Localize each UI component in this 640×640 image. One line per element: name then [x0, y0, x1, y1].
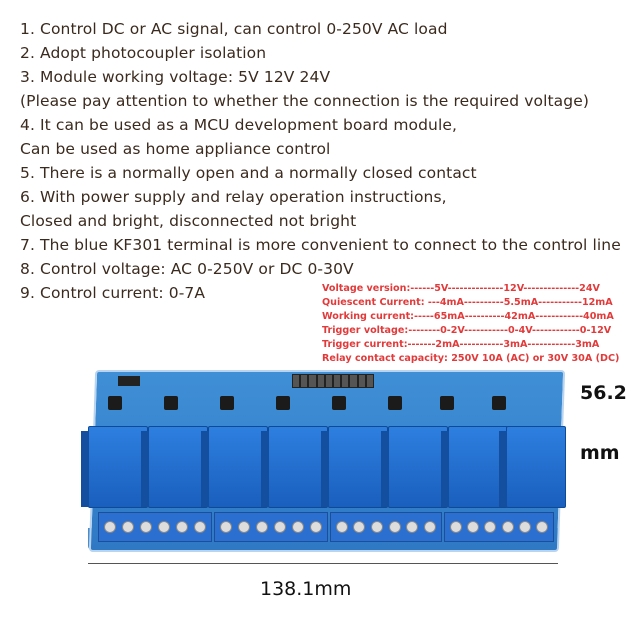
- height-value: 56.2: [580, 382, 627, 404]
- relay: [321, 426, 388, 508]
- optocoupler: [388, 396, 402, 410]
- spec-line: 5. There is a normally open and a normal…: [20, 164, 477, 182]
- spec-line: (Please pay attention to whether the con…: [20, 92, 589, 110]
- spec-line: 4. It can be used as a MCU development b…: [20, 116, 458, 134]
- terminal-block: [214, 512, 328, 542]
- optocoupler: [332, 396, 346, 410]
- pin-header: [292, 374, 374, 388]
- terminal-block: [330, 512, 442, 542]
- jumper: [118, 376, 140, 386]
- param-line: Voltage version:------5V--------------12…: [322, 283, 600, 294]
- param-line: Relay contact capacity: 250V 10A (AC) or…: [322, 353, 620, 364]
- relay: [441, 426, 508, 508]
- width-value: 138.1mm: [260, 578, 352, 600]
- spec-line: 3. Module working voltage: 5V 12V 24V: [20, 68, 331, 86]
- param-line: Trigger current:-------2mA-----------3mA…: [322, 339, 600, 350]
- optocoupler: [220, 396, 234, 410]
- relay: [141, 426, 208, 508]
- spec-line: 9. Control current: 0-7A: [20, 284, 206, 302]
- relay: [261, 426, 328, 508]
- optocoupler: [440, 396, 454, 410]
- terminal-block: [98, 512, 212, 542]
- relay: [381, 426, 448, 508]
- height-unit: mm: [580, 442, 620, 464]
- relay: [81, 426, 148, 508]
- spec-line: 2. Adopt photocoupler isolation: [20, 44, 267, 62]
- param-line: Quiescent Current: ---4mA----------5.5mA…: [322, 297, 613, 308]
- spec-line: 8. Control voltage: AC 0-250V or DC 0-30…: [20, 260, 354, 278]
- width-dimension-line: [88, 563, 558, 564]
- spec-line: 6. With power supply and relay operation…: [20, 188, 447, 206]
- optocoupler: [164, 396, 178, 410]
- param-line: Working current:-----65mA----------42mA-…: [322, 311, 614, 322]
- relay: [499, 426, 566, 508]
- optocoupler: [108, 396, 122, 410]
- optocoupler: [276, 396, 290, 410]
- spec-line: 7. The blue KF301 terminal is more conve…: [20, 236, 621, 254]
- terminal-block: [444, 512, 554, 542]
- spec-line: Closed and bright, disconnected not brig…: [20, 212, 357, 230]
- optocoupler: [492, 396, 506, 410]
- param-line: Trigger voltage:--------0-2V-----------0…: [322, 325, 612, 336]
- relay: [201, 426, 268, 508]
- spec-line: 1. Control DC or AC signal, can control …: [20, 20, 448, 38]
- spec-line: Can be used as home appliance control: [20, 140, 331, 158]
